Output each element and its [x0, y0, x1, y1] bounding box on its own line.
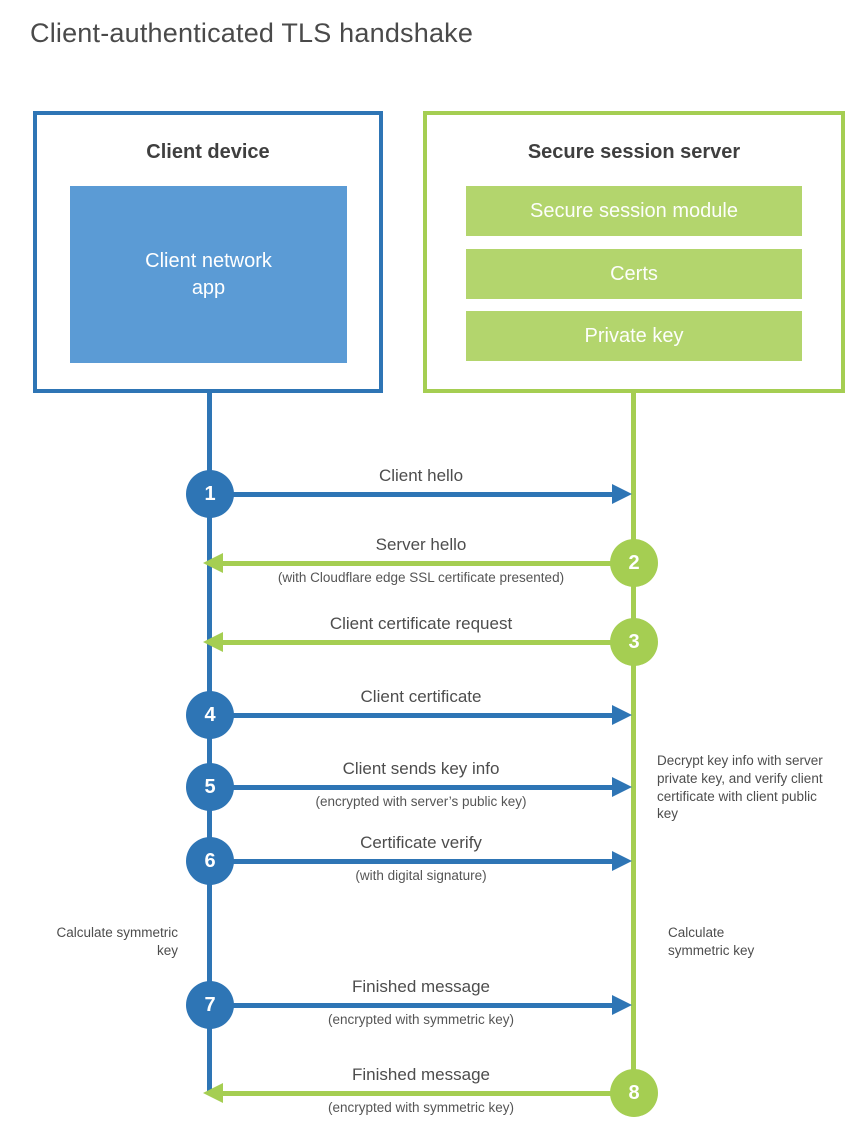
calculate-symmetric-key-left: Calculate symmetric key [56, 925, 178, 958]
page-title: Client-authenticated TLS handshake [30, 18, 474, 48]
step-5-circle: 5 [186, 763, 234, 811]
step-3-arrowhead-icon [203, 632, 223, 652]
step-6-arrow [209, 859, 614, 864]
step-7-sublabel: (encrypted with symmetric key) [327, 1012, 515, 1027]
step-2-sublabel: (with Cloudflare edge SSL certificate pr… [277, 570, 565, 585]
step-8-circle: 8 [610, 1069, 658, 1117]
step-6-arrowhead-icon [612, 851, 632, 871]
secure-session-module-label: Secure session module [530, 199, 738, 222]
step-8-label: Finished message [352, 1065, 490, 1084]
client-lifeline [207, 393, 212, 1095]
step-2-circle: 2 [610, 539, 658, 587]
private-key-label: Private key [584, 324, 684, 347]
client-network-app-label: Client network app [145, 249, 272, 299]
step-4-arrowhead-icon [612, 705, 632, 725]
step-1-circle: 1 [186, 470, 234, 518]
step-6-sublabel: (with digital signature) [355, 868, 487, 883]
step-4-circle: 4 [186, 691, 234, 739]
secure-session-server-title: Secure session server [527, 141, 741, 163]
step-5-arrow [209, 785, 614, 790]
step-6-circle: 6 [186, 837, 234, 885]
step-1-label: Client hello [378, 466, 464, 485]
step-2-arrow [221, 561, 633, 566]
step-5-arrowhead-icon [612, 777, 632, 797]
step-2-label: Server hello [375, 535, 467, 554]
calculate-symmetric-key-right: Calculate symmetric key [668, 925, 755, 958]
step-7-arrowhead-icon [612, 995, 632, 1015]
step-1-arrowhead-icon [612, 484, 632, 504]
step-3-label: Client certificate request [329, 614, 513, 633]
decrypt-key-note: Decrypt key info with server private key… [657, 753, 823, 822]
step-5-sublabel: (encrypted with server’s public key) [315, 794, 527, 809]
step-7-arrow [209, 1003, 614, 1008]
step-8-arrowhead-icon [203, 1083, 223, 1103]
step-5-label: Client sends key info [342, 759, 500, 778]
step-7-circle: 7 [186, 981, 234, 1029]
step-2-arrowhead-icon [203, 553, 223, 573]
certs-bar: Certs [466, 249, 802, 299]
client-network-app-box: Client network app [70, 186, 347, 363]
step-4-arrow [209, 713, 614, 718]
secure-session-module-bar: Secure session module [466, 186, 802, 236]
step-3-circle: 3 [610, 618, 658, 666]
step-8-sublabel: (encrypted with symmetric key) [327, 1100, 515, 1115]
server-lifeline [631, 393, 636, 1093]
private-key-bar: Private key [466, 311, 802, 361]
step-6-label: Certificate verify [360, 833, 482, 852]
step-4-label: Client certificate [360, 687, 482, 706]
step-1-arrow [209, 492, 614, 497]
certs-label: Certs [610, 262, 658, 285]
step-3-arrow [221, 640, 633, 645]
client-device-title: Client device [146, 141, 270, 163]
step-8-arrow [221, 1091, 633, 1096]
step-7-label: Finished message [352, 977, 490, 996]
